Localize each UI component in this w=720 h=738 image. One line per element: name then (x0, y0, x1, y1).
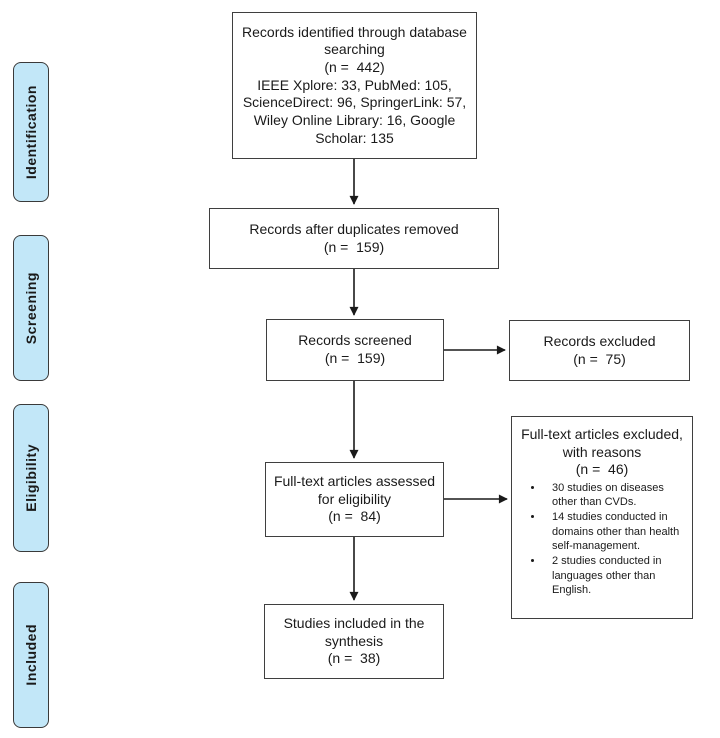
stage-identification: Identification (13, 62, 49, 202)
box-records-excluded-title: Records excluded (543, 332, 656, 349)
box-studies-included-count: (n = 38) (327, 650, 381, 667)
box-studies-included: Studies included in the synthesis (n = 3… (264, 604, 444, 679)
stage-identification-label: Identification (23, 84, 39, 180)
box-records-screened: Records screened (n = 159) (266, 319, 444, 381)
box-records-deduplicated-title: Records after duplicates removed (249, 220, 459, 237)
box-fulltext-excluded-title: Full-text articles excluded, with reason… (521, 426, 683, 460)
box-fulltext-assessed: Full-text articles assessed for eligibil… (265, 462, 444, 537)
box-fulltext-assessed-count: (n = 84) (328, 508, 381, 525)
fulltext-excluded-reasons-list: 30 studies on diseases other than CVDs. … (518, 481, 686, 598)
exclusion-reason-item: 14 studies conducted in domains other th… (544, 510, 684, 553)
box-records-screened-count: (n = 159) (324, 350, 386, 366)
box-records-excluded: Records excluded (n = 75) (509, 320, 690, 381)
stage-eligibility-label: Eligibility (23, 444, 39, 512)
box-records-identified: Records identified through database sear… (232, 12, 477, 159)
box-records-identified-count: (n = 442) (324, 59, 385, 76)
box-fulltext-assessed-title: Full-text articles assessed for eligibil… (273, 473, 436, 507)
box-records-deduplicated-count: (n = 159) (323, 238, 385, 255)
box-fulltext-excluded-count: (n = 46) (575, 461, 629, 478)
box-studies-included-title: Studies included in the synthesis (283, 615, 425, 649)
stage-screening: Screening (13, 235, 49, 381)
box-records-deduplicated: Records after duplicates removed (n = 15… (209, 208, 499, 269)
box-records-identified-sources: IEEE Xplore: 33, PubMed: 105, ScienceDir… (242, 76, 467, 146)
stage-included: Included (13, 582, 49, 728)
stage-eligibility: Eligibility (13, 404, 49, 552)
box-fulltext-excluded: Full-text articles excluded, with reason… (511, 416, 693, 619)
exclusion-reason-item: 2 studies conducted in languages other t… (544, 554, 684, 597)
box-records-excluded-count: (n = 75) (573, 350, 626, 367)
exclusion-reason-item: 30 studies on diseases other than CVDs. (544, 481, 684, 510)
box-records-identified-title: Records identified through database sear… (242, 23, 467, 58)
stage-included-label: Included (23, 624, 39, 686)
stage-screening-label: Screening (23, 271, 39, 345)
box-records-screened-title: Records screened (298, 332, 412, 349)
